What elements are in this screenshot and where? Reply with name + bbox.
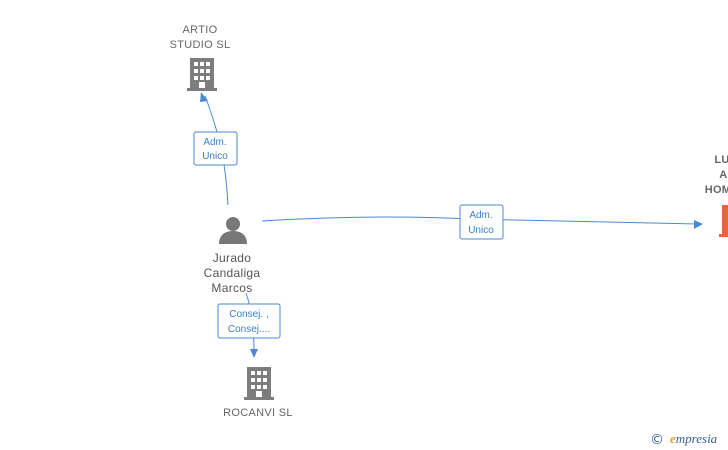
edge-person-to-rocanvi: Consej. , Consej.... — [217, 292, 281, 358]
arrowhead — [250, 349, 258, 358]
building-icon-accent — [719, 205, 728, 237]
edge-label-line2: Unico — [202, 151, 228, 162]
node-person[interactable]: Jurado Candaliga Marcos — [204, 217, 261, 295]
brand-initial: e — [670, 431, 676, 446]
edge-label-line1: Consej. , — [229, 309, 268, 320]
node-artio-studio[interactable]: ARTIO STUDIO SL — [170, 24, 231, 91]
edge-label-line2: Unico — [468, 225, 494, 236]
arrowhead — [200, 92, 208, 102]
node-label-line2: Candaliga — [204, 266, 261, 280]
arrowhead — [694, 220, 703, 229]
brand-watermark: © empresia — [650, 431, 718, 448]
copyright-icon: © — [650, 432, 664, 448]
edge-label-box[interactable] — [193, 131, 238, 166]
edge-label-box[interactable] — [217, 303, 281, 339]
node-rocanvi[interactable]: ROCANVI SL — [223, 367, 293, 419]
brand-logo: empresia — [670, 431, 718, 446]
node-label-line1: Jurado — [213, 251, 252, 265]
building-icon — [187, 58, 217, 91]
node-label-line1: LU — [714, 154, 728, 166]
building-icon — [244, 367, 274, 400]
node-label-line1: ROCANVI SL — [223, 407, 293, 419]
node-label-line3: HOM — [705, 184, 728, 196]
edge-person-to-right: Adm. Unico — [261, 204, 703, 240]
node-label-line1: ARTIO — [183, 24, 218, 36]
edge-label-line1: Adm. — [469, 210, 492, 221]
person-icon — [219, 217, 247, 244]
edge-person-to-artio: Adm. Unico — [193, 92, 238, 206]
node-label-line3: Marcos — [211, 281, 252, 295]
node-label-line2: STUDIO SL — [170, 39, 231, 51]
node-label-line2: AI — [719, 169, 728, 181]
node-offscreen-right[interactable]: LU AI HOM — [705, 154, 728, 237]
edge-label-line1: Adm. — [203, 137, 226, 148]
edge-label-line2: Consej.... — [228, 324, 270, 335]
brand-rest: mpresia — [676, 431, 718, 446]
edge-label-box[interactable] — [459, 204, 504, 240]
